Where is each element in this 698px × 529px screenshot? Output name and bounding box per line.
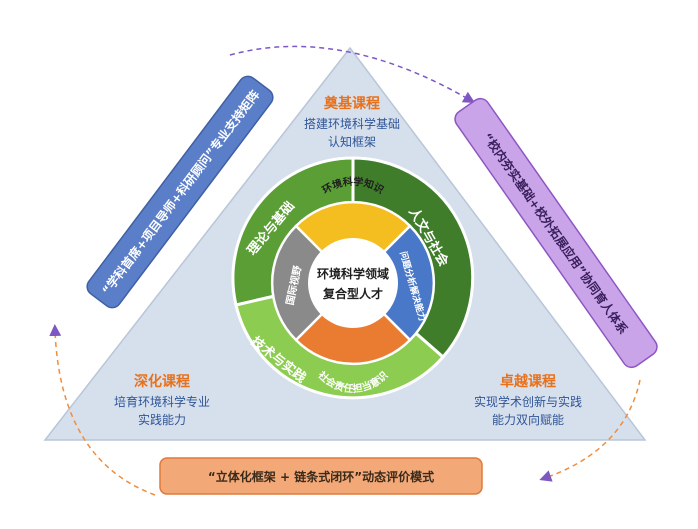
corner-bottom-left-line2: 实践能力 xyxy=(138,412,186,427)
corner-bottom-right-line1: 实现学术创新与实践 xyxy=(474,394,582,409)
center-title-line2: 复合型人才 xyxy=(322,286,383,301)
corner-top-line1: 搭建环境科学基础 xyxy=(304,116,400,131)
center-circle xyxy=(308,238,398,328)
bottom-evaluation-bar: “立体化框架 + 链条式闭环”动态评价模式 xyxy=(159,457,483,495)
cycle-arrow-left xyxy=(49,324,156,496)
cycle-arrow-top xyxy=(229,45,476,103)
corner-top-line2: 认知框架 xyxy=(328,135,376,149)
corner-bottom-left-line1: 培育环境科学专业 xyxy=(114,394,210,409)
bottom-evaluation-bar-text: “立体化框架 + 链条式闭环”动态评价模式 xyxy=(208,469,434,484)
corner-top-title: 奠基课程 xyxy=(323,95,380,112)
center-title-line1: 环境科学领域 xyxy=(317,266,389,281)
corner-bottom-right-title: 卓越课程 xyxy=(500,373,556,390)
corner-bottom-left-title: 深化课程 xyxy=(134,373,190,390)
corner-bottom-right-line2: 能力双向赋能 xyxy=(492,412,564,427)
